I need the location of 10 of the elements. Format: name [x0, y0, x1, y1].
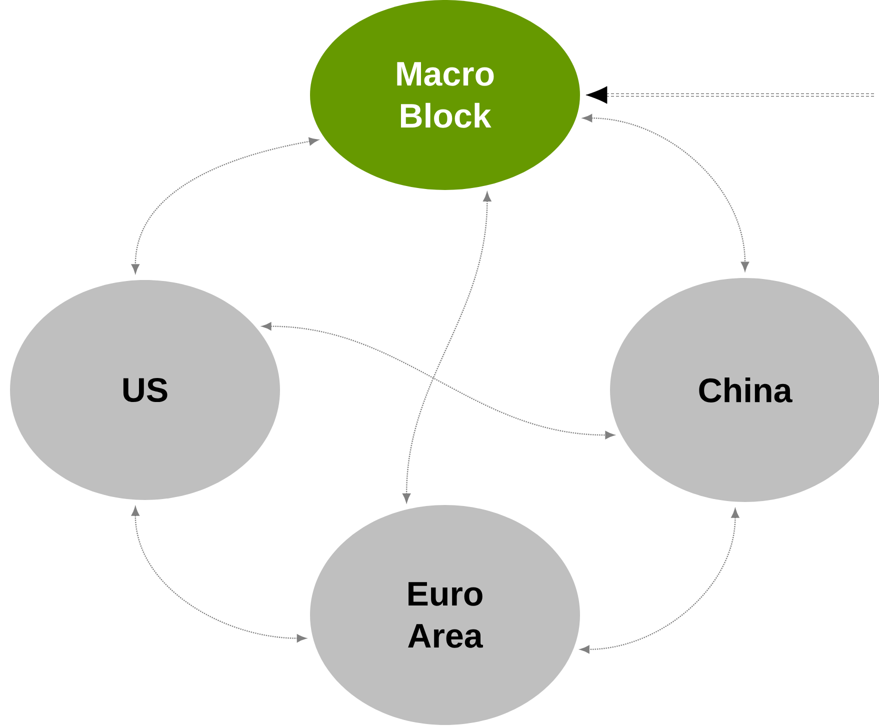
arrow	[131, 506, 306, 642]
arrow	[262, 322, 614, 440]
arrow	[402, 192, 492, 503]
arrow	[582, 114, 749, 272]
ellipse-node: Macro Block	[310, 0, 580, 190]
arrow	[131, 137, 318, 274]
arrow	[580, 508, 740, 654]
ellipse-node: Euro Area	[310, 504, 580, 725]
arrow	[586, 86, 874, 104]
ellipse-node: US	[10, 280, 280, 500]
